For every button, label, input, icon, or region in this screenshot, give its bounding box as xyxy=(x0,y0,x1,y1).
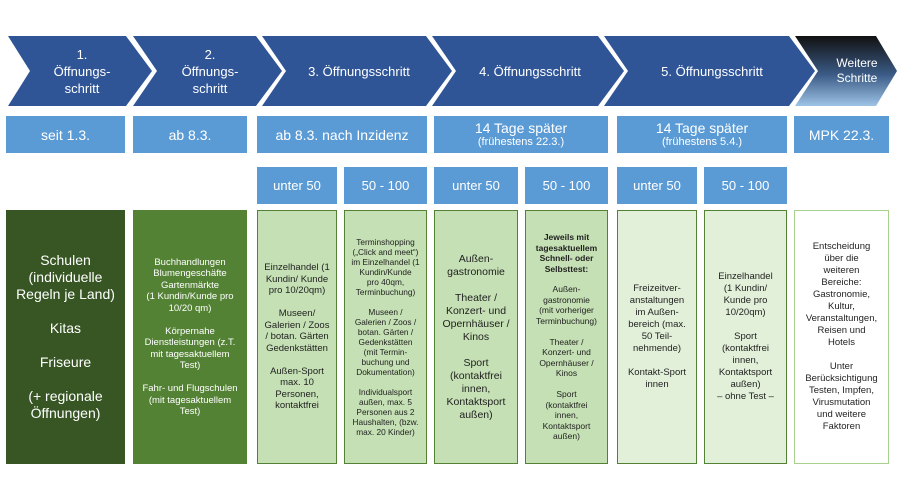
incidence-step-4-high-text: 50 - 100 xyxy=(542,177,591,193)
period-step-2-text: ab 8.3. xyxy=(168,126,212,143)
period-step-3: ab 8.3. nach Inzidenz xyxy=(257,116,427,153)
arrow-step-5 xyxy=(604,36,815,106)
incidence-step-4-low-text: unter 50 xyxy=(452,177,500,193)
content-step-6: Entscheidung über die weiteren Bereiche:… xyxy=(794,210,889,464)
arrow-step-2 xyxy=(133,36,282,106)
content-step-5-low-text: Freizeitver- anstaltungen im Außen- bere… xyxy=(627,283,687,390)
period-step-2: ab 8.3. xyxy=(133,116,247,153)
arrow-step-1 xyxy=(8,36,152,106)
content-step-3-high: Terminshopping („Click and meet“) im Ein… xyxy=(344,210,427,464)
incidence-step-3-low: unter 50 xyxy=(257,167,337,204)
content-step-1: Schulen (individuelle Regeln je Land) Ki… xyxy=(6,210,125,464)
step-arrows xyxy=(8,36,897,106)
arrow-step-6 xyxy=(795,36,897,106)
content-step-2-text: Buchhandlungen Blumengeschäfte Gartenmär… xyxy=(142,256,238,418)
content-step-4-high-text: Außen- gastronomie (mit vorheriger Termi… xyxy=(536,284,597,442)
arrow-label-step-2: 2. Öffnungs- schritt xyxy=(181,46,239,96)
content-step-5-high: Einzelhandel (1 Kundin/ Kunde pro 10/20q… xyxy=(704,210,787,464)
incidence-step-5-high: 50 - 100 xyxy=(704,167,787,204)
content-step-3-low-text: Einzelhandel (1 Kundin/ Kunde pro 10/20q… xyxy=(264,262,330,412)
arrow-label-step-3: 3. Öffnungsschritt xyxy=(308,63,410,79)
arrow-step-4 xyxy=(432,36,624,106)
content-step-6-text: Entscheidung über die weiteren Bereiche:… xyxy=(805,241,878,432)
period-step-4-text: 14 Tage später xyxy=(474,120,568,136)
arrow-label-step-4: 4. Öffnungsschritt xyxy=(479,63,581,79)
incidence-step-5-low: unter 50 xyxy=(617,167,697,204)
content-step-4-low: Außen- gastronomie Theater / Konzert- un… xyxy=(434,210,518,464)
content-step-3-high-text: Terminshopping („Click and meet“) im Ein… xyxy=(351,237,420,437)
incidence-step-5-low-text: unter 50 xyxy=(633,177,681,193)
content-step-4-low-text: Außen- gastronomie Theater / Konzert- un… xyxy=(442,252,510,421)
period-step-1: seit 1.3. xyxy=(6,116,125,153)
arrow-label-step-1: 1. Öffnungs- schritt xyxy=(53,46,111,96)
content-step-4-high-heading: Jeweils mit tagesaktuellem Schnell- oder… xyxy=(535,232,598,274)
incidence-step-3-high: 50 - 100 xyxy=(344,167,427,204)
period-step-6-text: MPK 22.3. xyxy=(808,126,875,143)
content-step-5-high-text: Einzelhandel (1 Kundin/ Kunde pro 10/20q… xyxy=(717,271,774,402)
content-step-1-text: Schulen (individuelle Regeln je Land) Ki… xyxy=(16,252,115,421)
arrow-step-3 xyxy=(262,36,452,106)
period-step-5: 14 Tage später (frühestens 5.4.) xyxy=(617,116,787,153)
incidence-step-3-low-text: unter 50 xyxy=(273,177,321,193)
content-step-2: Buchhandlungen Blumengeschäfte Gartenmär… xyxy=(133,210,247,464)
incidence-step-4-high: 50 - 100 xyxy=(525,167,608,204)
arrow-label-step-5: 5. Öffnungsschritt xyxy=(661,63,763,79)
period-step-6: MPK 22.3. xyxy=(794,116,889,153)
content-step-3-low: Einzelhandel (1 Kundin/ Kunde pro 10/20q… xyxy=(257,210,337,464)
incidence-step-3-high-text: 50 - 100 xyxy=(361,177,410,193)
content-step-5-low: Freizeitver- anstaltungen im Außen- bere… xyxy=(617,210,697,464)
incidence-step-5-high-text: 50 - 100 xyxy=(721,177,770,193)
period-step-5-subtext: (frühestens 5.4.) xyxy=(661,136,743,148)
period-step-4: 14 Tage später (frühestens 22.3.) xyxy=(434,116,608,153)
period-step-3-text: ab 8.3. nach Inzidenz xyxy=(275,126,409,143)
arrow-label-step-6: Weitere Schritte xyxy=(836,56,878,85)
period-step-1-text: seit 1.3. xyxy=(40,126,91,143)
period-step-4-subtext: (frühestens 22.3.) xyxy=(477,136,565,148)
period-step-5-text: 14 Tage später xyxy=(655,120,749,136)
content-step-4-high: Jeweils mit tagesaktuellem Schnell- oder… xyxy=(525,210,608,464)
incidence-step-4-low: unter 50 xyxy=(434,167,518,204)
